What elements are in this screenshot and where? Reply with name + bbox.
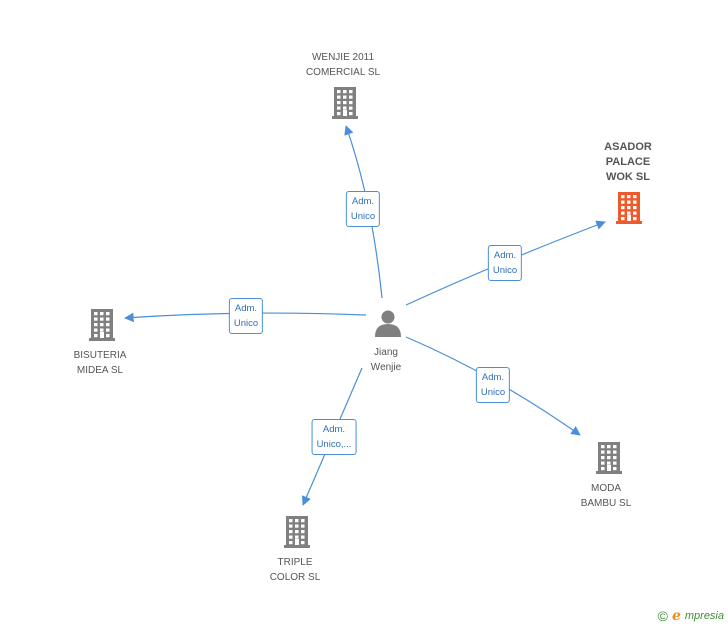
relation-label-line: Adm. xyxy=(493,250,517,261)
building-icon[interactable] xyxy=(284,516,310,548)
relation-label-asador[interactable]: Adm. Unico xyxy=(487,245,523,281)
relation-label-line: Adm. xyxy=(234,303,258,314)
building-icon[interactable] xyxy=(89,309,115,341)
building-icon[interactable] xyxy=(596,442,622,474)
company-name-asador-line: PALACE xyxy=(605,156,651,168)
person-name-line: Wenjie xyxy=(370,362,402,373)
company-name-asador-line: ASADOR xyxy=(604,141,652,153)
relation-label-line: Unico xyxy=(480,387,506,398)
relation-label-line: Unico xyxy=(350,211,376,222)
company-name-asador-line: WOK SL xyxy=(605,171,650,183)
relation-label-line: Adm. xyxy=(322,424,346,435)
person-icon[interactable] xyxy=(375,310,401,338)
company-name-bisuteria-line: BISUTERIA xyxy=(73,350,127,361)
company-name-moda[interactable]: MODA BAMBU SL xyxy=(581,481,632,511)
relation-label-line: Unico xyxy=(233,318,259,329)
company-name-asador[interactable]: ASADOR PALACE WOK SL xyxy=(604,140,652,185)
company-name-bisuteria[interactable]: BISUTERIA MIDEA SL xyxy=(74,348,127,378)
relation-label-triple[interactable]: Adm. Unico,... xyxy=(311,419,357,455)
relation-label-bisuteria[interactable]: Adm. Unico xyxy=(228,298,264,334)
company-name-wenjie-line: WENJIE 2011 xyxy=(311,52,375,63)
brand-logo-text: mpresia xyxy=(684,610,724,622)
company-name-triple[interactable]: TRIPLE COLOR SL xyxy=(270,555,321,585)
relation-label-line: Adm. xyxy=(481,372,505,383)
building-icon[interactable] xyxy=(332,87,358,119)
relation-label-moda[interactable]: Adm. Unico xyxy=(475,367,511,403)
company-name-moda-line: BAMBU SL xyxy=(580,498,632,509)
company-name-wenjie-line: COMERCIAL SL xyxy=(305,67,381,78)
person-name-line: Jiang xyxy=(374,347,398,358)
relation-label-line: Unico,... xyxy=(316,439,352,450)
company-name-bisuteria-line: MIDEA SL xyxy=(76,365,124,376)
relation-label-wenjie[interactable]: Adm. Unico xyxy=(345,191,381,227)
copyright-symbol: © xyxy=(657,608,668,624)
company-name-triple-line: COLOR SL xyxy=(269,572,321,583)
relation-label-line: Unico xyxy=(492,265,518,276)
building-icon[interactable] xyxy=(616,192,642,224)
company-name-triple-line: TRIPLE xyxy=(277,557,313,568)
company-name-moda-line: MODA xyxy=(590,483,621,494)
relation-label-line: Adm. xyxy=(351,196,375,207)
brand-logo-initial: e xyxy=(671,608,681,624)
